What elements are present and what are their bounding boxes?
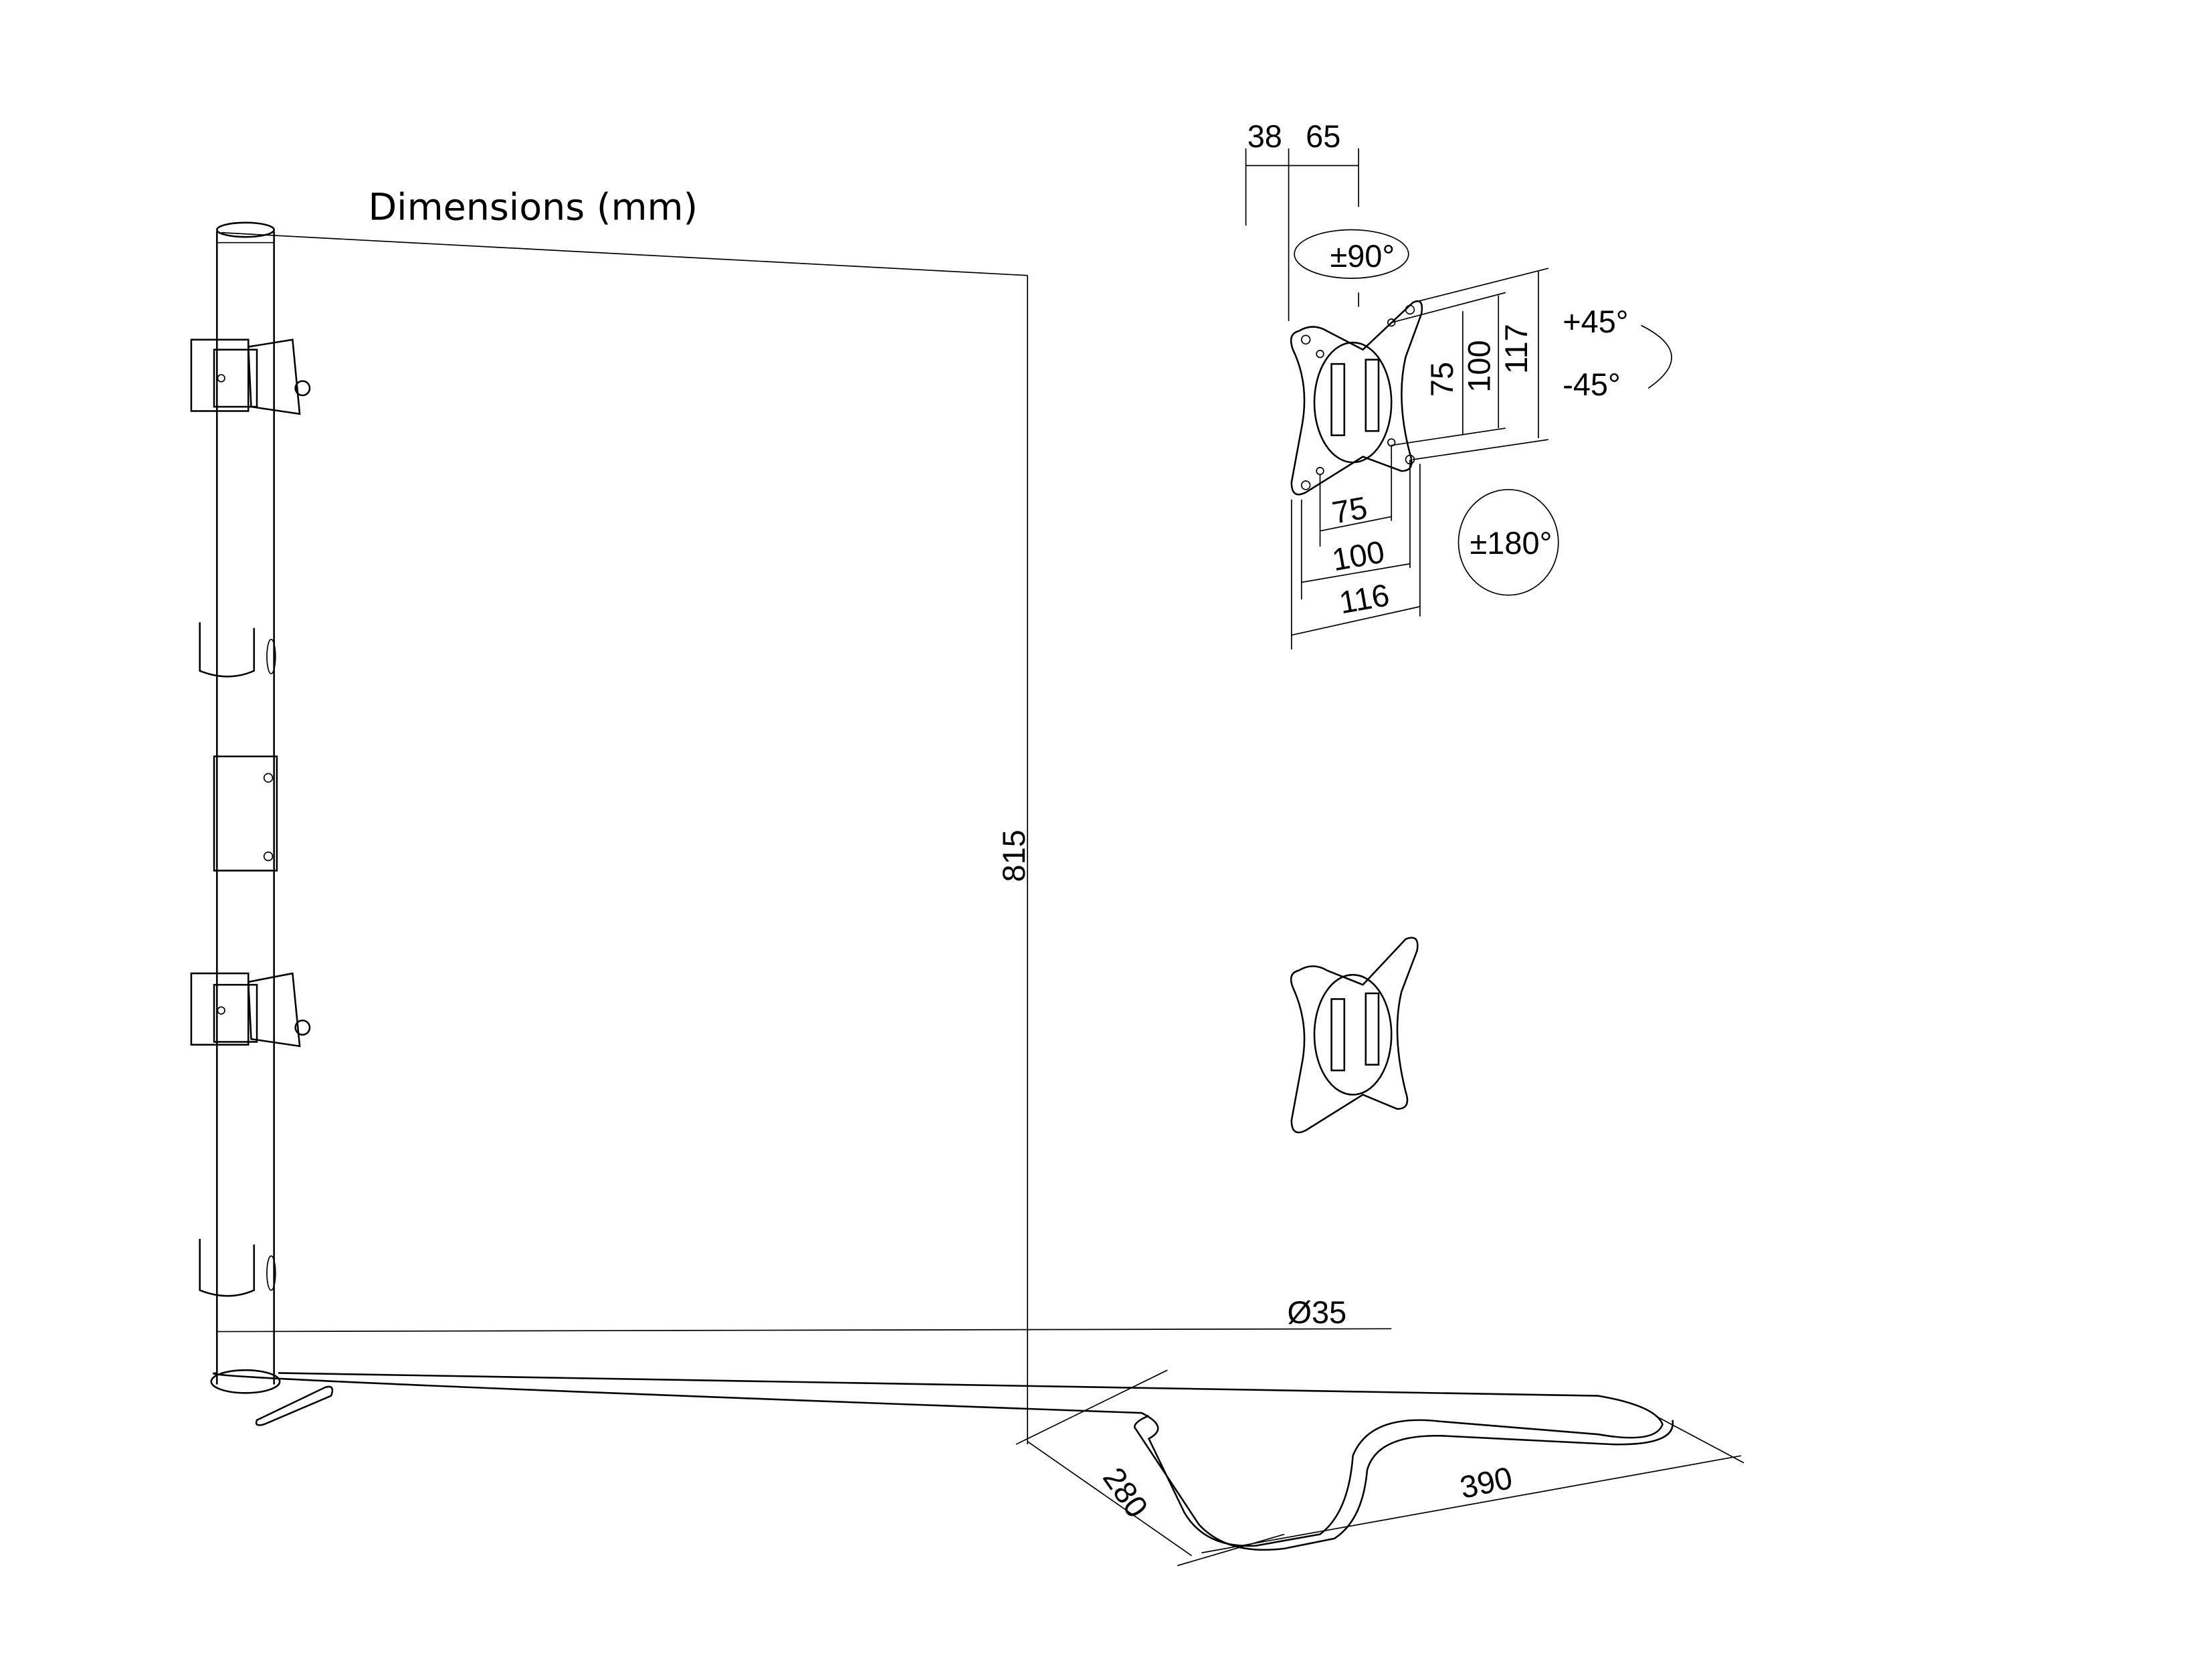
label-plate-width: 116 xyxy=(1336,577,1392,620)
label-pole-diameter: Ø35 xyxy=(1287,1295,1346,1330)
label-rotate: ±180° xyxy=(1470,526,1552,561)
rotation-indicators xyxy=(1294,229,1672,596)
upper-monitor-mount xyxy=(190,300,1423,496)
dimension-labels: 38 65 815 ±90° +45° -45° 75 100 117 75 1… xyxy=(997,119,1629,1524)
label-tilt-down: -45° xyxy=(1563,367,1621,402)
label-pole-height: 815 xyxy=(997,830,1031,882)
cable-clips xyxy=(199,622,278,1297)
label-tilt-up: +45° xyxy=(1563,304,1628,339)
diagram-title: Dimensions (mm) xyxy=(368,187,698,229)
label-vesa-h-large: 100 xyxy=(1330,534,1387,577)
label-offset: 65 xyxy=(1306,119,1340,154)
label-vesa-v-small: 75 xyxy=(1425,362,1460,397)
dimension-lines xyxy=(217,148,1744,1567)
pole xyxy=(216,221,275,1385)
stand-base xyxy=(210,1369,1674,1551)
lower-monitor-mount xyxy=(190,937,1419,1134)
label-vesa-v-large: 100 xyxy=(1462,340,1496,392)
label-plate-height: 117 xyxy=(1499,324,1534,374)
label-base-depth: 280 xyxy=(1096,1461,1155,1524)
label-pole-width: 38 xyxy=(1247,119,1282,154)
label-swivel: ±90° xyxy=(1330,239,1395,274)
label-vesa-h-small: 75 xyxy=(1330,490,1370,530)
